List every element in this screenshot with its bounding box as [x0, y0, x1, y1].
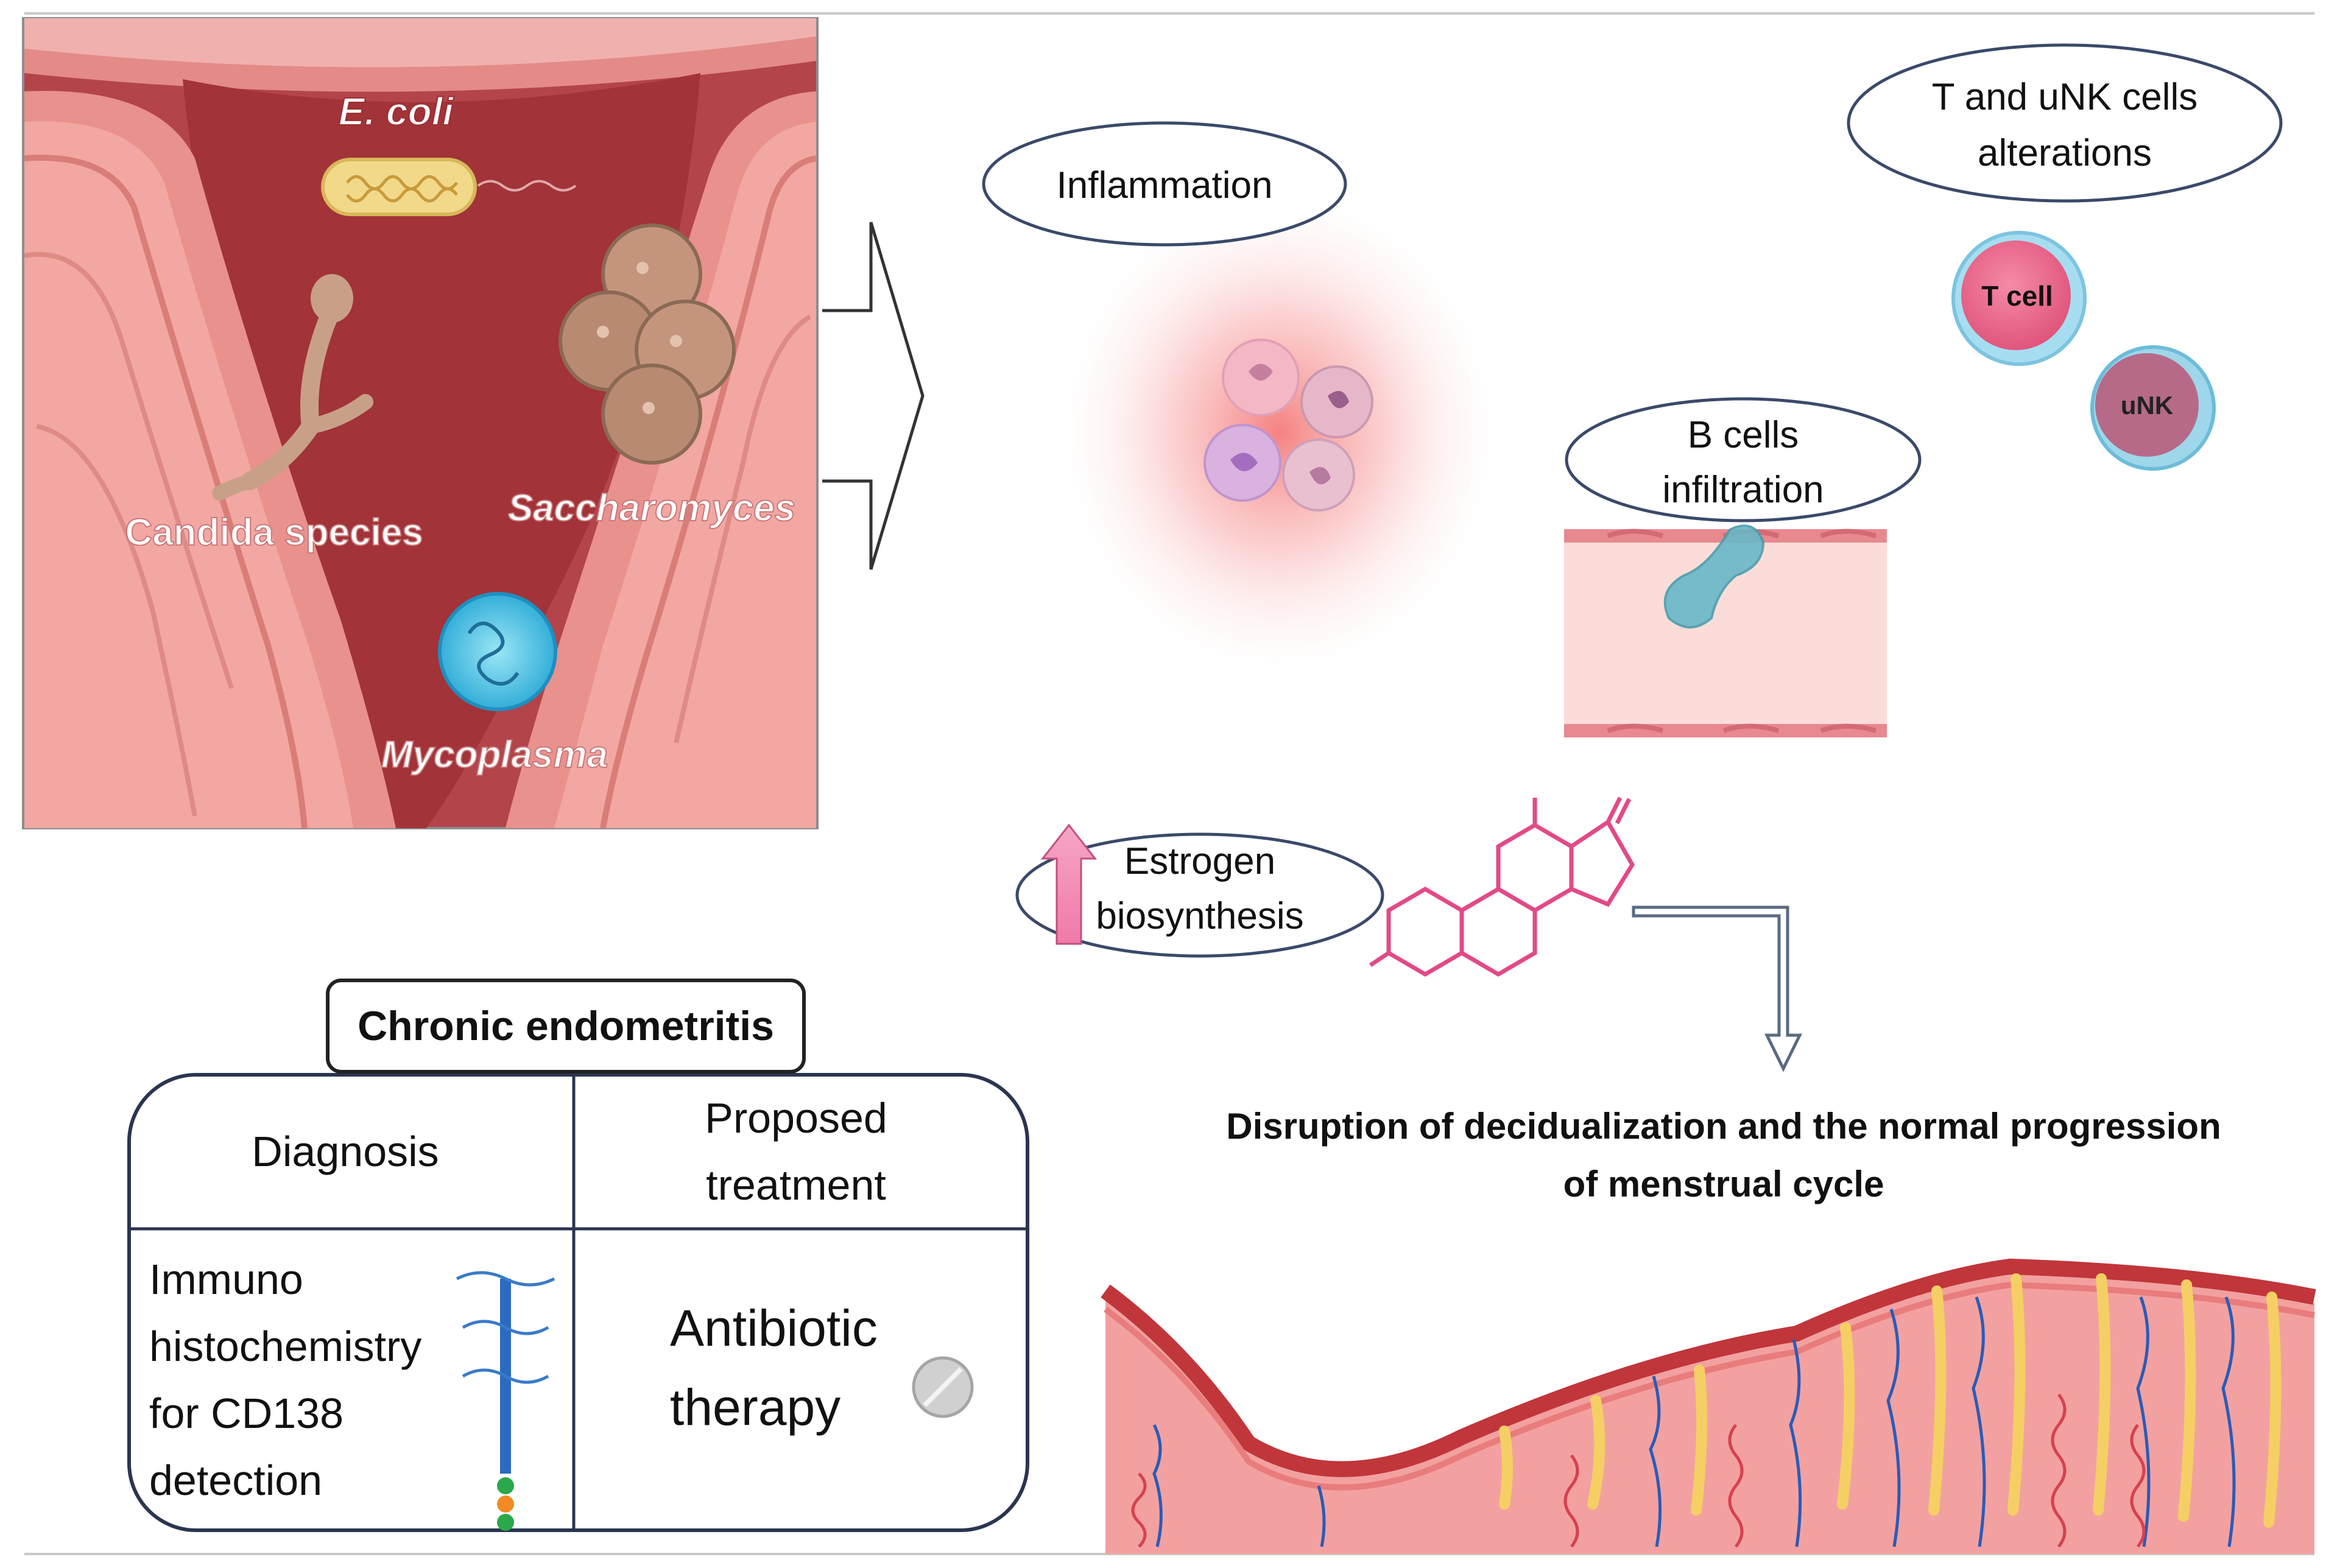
saccharomyces-label: Saccharomyces — [508, 487, 795, 529]
b-cells-label-line1: B cells — [1688, 414, 1799, 456]
unk-cell-label: uNK — [2121, 391, 2173, 420]
inflammation-group: Inflammation — [982, 121, 1510, 688]
outcome-arrow — [1632, 905, 1803, 1072]
cause-arrow — [822, 222, 925, 570]
t-unk-label-line1: T and uNK cells — [1932, 76, 2198, 118]
diagnosis-line-3: for CD138 — [149, 1390, 344, 1437]
treatment-line-1: Antibiotic — [670, 1299, 878, 1357]
saccharomyces-yeast-icon — [559, 223, 736, 465]
uterus-panel: E. coli Candida species Saccharomyces My… — [22, 17, 819, 829]
treatment-header-line2: treatment — [706, 1161, 886, 1209]
diagnosis-header: Diagnosis — [252, 1128, 439, 1175]
table-title: Chronic endometritis — [358, 1003, 774, 1049]
treatment-header-line1: Proposed — [705, 1094, 887, 1142]
candida-label: Candida species — [125, 512, 423, 554]
ecoli-label: E. coli — [339, 90, 454, 133]
b-cell-icon — [1663, 524, 1765, 628]
diagnosis-line-2: histochemistry — [149, 1323, 421, 1370]
unk-cell-icon: uNK — [2090, 345, 2216, 471]
treatment-line-2: therapy — [670, 1379, 841, 1436]
diagnosis-line-4: detection — [149, 1457, 322, 1504]
t-cell-icon: T cell — [1951, 231, 2087, 366]
mycoplasma-icon — [438, 592, 557, 711]
estrogen-label-line1: Estrogen — [1124, 840, 1275, 882]
estrogen-molecule-icon — [1369, 796, 1635, 977]
ecoli-bacterium-icon — [321, 158, 577, 216]
b-cells-label-line2: infiltration — [1662, 469, 1824, 511]
pill-icon — [912, 1356, 974, 1418]
immune-cells-icon — [1204, 339, 1373, 512]
diagnosis-line-1: Immuno — [149, 1256, 303, 1303]
cd138-antibody-icon — [456, 1271, 555, 1531]
t-unk-label-line2: alterations — [1978, 132, 2152, 174]
chronic-endometritis-table: Chronic endometritis Diagnosis Proposed … — [127, 979, 1029, 1532]
outcome-line1: Disruption of decidualization and the no… — [1226, 1106, 2221, 1147]
b-cells-group: B cells infiltration — [1564, 397, 1922, 737]
t-cell-label: T cell — [1981, 280, 2053, 312]
estrogen-label-line2: biosynthesis — [1096, 895, 1303, 937]
estrogen-group: Estrogen biosynthesis — [1015, 796, 1635, 977]
mycoplasma-label: Mycoplasma — [381, 734, 608, 776]
t-unk-group: T and uNK cells alterations T cell uNK — [1847, 43, 2283, 471]
endometrium-illustration — [1101, 1258, 2316, 1554]
inflammation-label: Inflammation — [1057, 164, 1273, 206]
candida-fungus-icon — [212, 274, 373, 501]
outcome-line2: of menstrual cycle — [1563, 1164, 1884, 1204]
increase-arrow-icon — [1040, 823, 1098, 945]
